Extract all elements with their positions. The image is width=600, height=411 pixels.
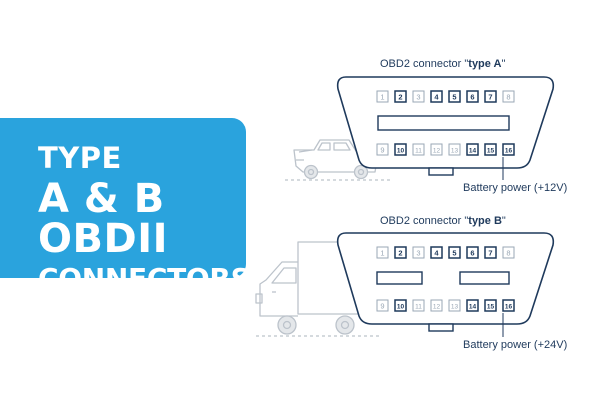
- connector-a-power-label: Battery power (+12V): [463, 182, 568, 194]
- connector-b-pin-3: 3: [412, 246, 425, 259]
- svg-text:12: 12: [433, 148, 441, 155]
- svg-text:2: 2: [398, 249, 402, 258]
- connector-a-pin-9: 9: [376, 143, 389, 156]
- connector-a-pin-14: 14: [466, 143, 479, 156]
- connector-b-pin-11: 11: [412, 299, 425, 312]
- svg-text:3: 3: [416, 249, 420, 258]
- connector-a-pin-15: 15: [484, 143, 497, 156]
- connector-b-pin-2: 2: [394, 246, 407, 259]
- connector-b-title: OBD2 connector "type B": [380, 215, 506, 227]
- svg-text:13: 13: [451, 148, 459, 155]
- connector-a-pin-5: 5: [448, 90, 461, 103]
- connector-b-title-prefix: OBD2 connector ": [380, 215, 469, 227]
- svg-text:5: 5: [452, 93, 456, 102]
- connector-a-pin-4: 4: [430, 90, 443, 103]
- banner-title-line3: CONNECTORS: [38, 262, 251, 295]
- svg-text:14: 14: [469, 304, 477, 311]
- connector-a-title: OBD2 connector "type A": [380, 58, 505, 70]
- connector-b-pin-1: 1: [376, 246, 389, 259]
- connector-b-pin-6: 6: [466, 246, 479, 259]
- connector-b-pin-8: 8: [502, 246, 515, 259]
- svg-text:13: 13: [451, 304, 459, 311]
- connector-a-pin-13: 13: [448, 143, 461, 156]
- svg-text:1: 1: [380, 249, 384, 258]
- svg-text:8: 8: [506, 93, 510, 102]
- connector-b-type: type B: [468, 215, 502, 227]
- svg-text:12: 12: [433, 304, 441, 311]
- svg-text:10: 10: [397, 304, 405, 311]
- svg-text:7: 7: [488, 249, 492, 258]
- connector-a-slot: [377, 115, 510, 131]
- connector-a-pin-11: 11: [412, 143, 425, 156]
- svg-text:1: 1: [380, 93, 384, 102]
- svg-text:10: 10: [397, 148, 405, 155]
- connector-a-pin-2: 2: [394, 90, 407, 103]
- svg-text:15: 15: [487, 148, 495, 155]
- connector-a-pin-12: 12: [430, 143, 443, 156]
- connector-a-pin-3: 3: [412, 90, 425, 103]
- svg-text:4: 4: [434, 93, 439, 102]
- svg-text:16: 16: [505, 304, 513, 311]
- svg-text:15: 15: [487, 304, 495, 311]
- connector-a-pin-1: 1: [376, 90, 389, 103]
- connector-b-pin-16: 16: [502, 299, 515, 312]
- connector-b-pin-10: 10: [394, 299, 407, 312]
- box-truck-icon: [255, 241, 380, 337]
- connector-b-slot-left: [376, 271, 423, 285]
- connector-a-title-suffix: ": [501, 58, 506, 70]
- connector-b-pin-9: 9: [376, 299, 389, 312]
- svg-text:14: 14: [469, 148, 477, 155]
- connector-b-pin-4: 4: [430, 246, 443, 259]
- svg-text:7: 7: [488, 93, 492, 102]
- svg-text:11: 11: [415, 148, 422, 155]
- svg-text:4: 4: [434, 249, 439, 258]
- connector-a-pin-7: 7: [484, 90, 497, 103]
- svg-text:16: 16: [505, 148, 513, 155]
- connector-a-pin-6: 6: [466, 90, 479, 103]
- svg-text:8: 8: [506, 249, 510, 258]
- svg-text:6: 6: [470, 249, 474, 258]
- connector-b-pin-14: 14: [466, 299, 479, 312]
- connector-b-power-label: Battery power (+24V): [463, 339, 568, 351]
- connector-a-pin-10: 10: [394, 143, 407, 156]
- svg-text:9: 9: [380, 146, 384, 155]
- connector-b-pin-5: 5: [448, 246, 461, 259]
- connector-a-shell: [336, 76, 555, 176]
- banner-title-line2: A & B OBDII: [38, 176, 168, 262]
- connector-a-pin-8: 8: [502, 90, 515, 103]
- title-banner: TYPE A & B OBDII CONNECTORS: [0, 118, 251, 293]
- svg-text:9: 9: [380, 302, 384, 311]
- svg-text:2: 2: [398, 93, 402, 102]
- connector-a-title-prefix: OBD2 connector ": [380, 58, 469, 70]
- connector-b-slot-right: [459, 271, 510, 285]
- connector-b-shell: [336, 232, 555, 332]
- svg-text:6: 6: [470, 93, 474, 102]
- connector-a-pin-16: 16: [502, 143, 515, 156]
- banner-title-line1: TYPE: [38, 141, 122, 175]
- connector-a-type: type A: [468, 58, 502, 70]
- svg-text:3: 3: [416, 93, 420, 102]
- connector-b-pin-7: 7: [484, 246, 497, 259]
- connector-b-pin-12: 12: [430, 299, 443, 312]
- connector-b-pin-13: 13: [448, 299, 461, 312]
- connector-b-pin-15: 15: [484, 299, 497, 312]
- svg-text:5: 5: [452, 249, 456, 258]
- pickup-truck-icon: [285, 139, 392, 181]
- svg-text:11: 11: [415, 304, 422, 311]
- connector-b-title-suffix: ": [501, 215, 506, 227]
